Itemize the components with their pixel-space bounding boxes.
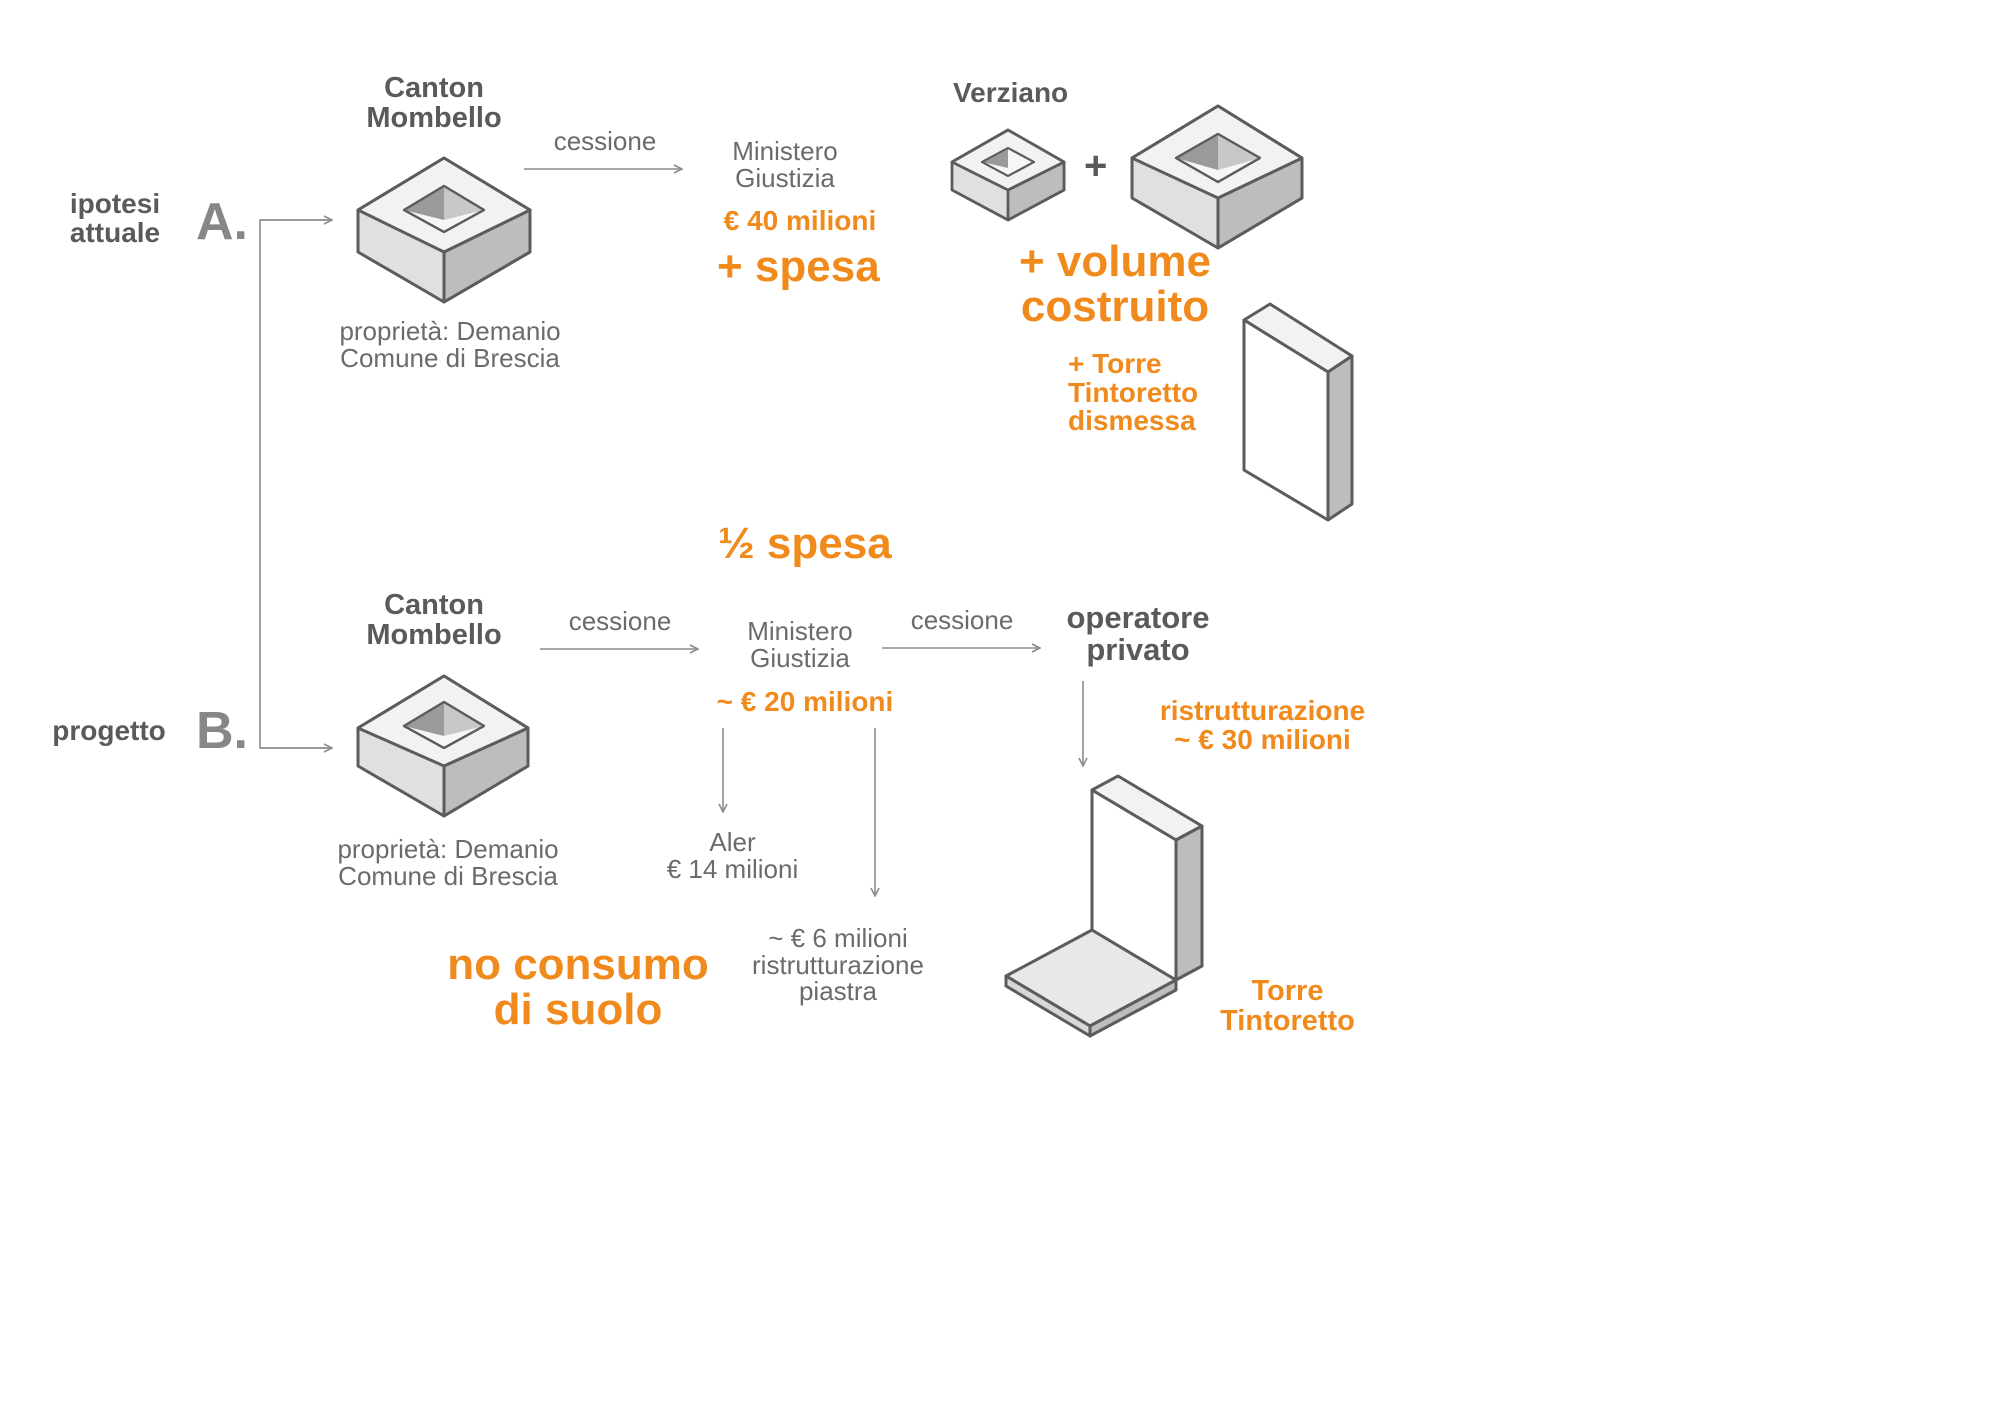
torre-tintoretto-dismessa-slab (1242, 302, 1354, 522)
renovation-note-b: ristrutturazione ~ € 30 milioni (1159, 695, 1366, 755)
side-label-b: progetto (52, 715, 166, 746)
branch-bracket (259, 219, 330, 749)
verziano-block-large (1130, 104, 1304, 250)
site-title-a: Canton Mombello (366, 72, 502, 134)
ministry-b: Ministero Giustizia (747, 616, 853, 673)
aler-label: Aler € 14 milioni (666, 827, 799, 884)
ownership-a: proprietà: Demanio Comune di Brescia (339, 316, 561, 373)
canton-mombello-block-b (356, 674, 530, 818)
half-cost-note: ½ spesa (718, 519, 892, 568)
tower-note-a: + Torre Tintoretto dismessa (1068, 348, 1199, 437)
torre-tintoretto-l-shape (1004, 774, 1204, 1038)
transfer-label-b2: cessione (910, 605, 1014, 635)
ministry-a: Ministero Giustizia (732, 136, 838, 193)
cost-note-a: + spesa (717, 242, 880, 291)
ownership-b: proprietà: Demanio Comune di Brescia (337, 834, 559, 891)
canton-mombello-block-a (356, 156, 532, 304)
verziano-title: Verziano (953, 77, 1069, 108)
operator-label: operatore privato (1066, 600, 1210, 667)
transfer-label-a: cessione (553, 126, 657, 156)
price-b: ~ € 20 milioni (716, 686, 894, 717)
letter-b: B. (196, 702, 248, 760)
side-label-a: ipotesi attuale (69, 188, 161, 248)
plus-sign: + (1084, 144, 1108, 188)
price-a: € 40 milioni (723, 205, 877, 236)
site-title-b: Canton Mombello (366, 589, 502, 651)
volume-note: + volume costruito (1019, 237, 1211, 331)
transfer-label-b1: cessione (568, 606, 672, 636)
tower-label-b: Torre Tintoretto (1220, 975, 1355, 1037)
verziano-block-small (950, 128, 1066, 222)
piastra-label: ~ € 6 milioni ristrutturazione piastra (752, 923, 924, 1007)
no-soil-consumption-note: no consumo di suolo (447, 940, 709, 1034)
letter-a: A. (196, 193, 248, 251)
